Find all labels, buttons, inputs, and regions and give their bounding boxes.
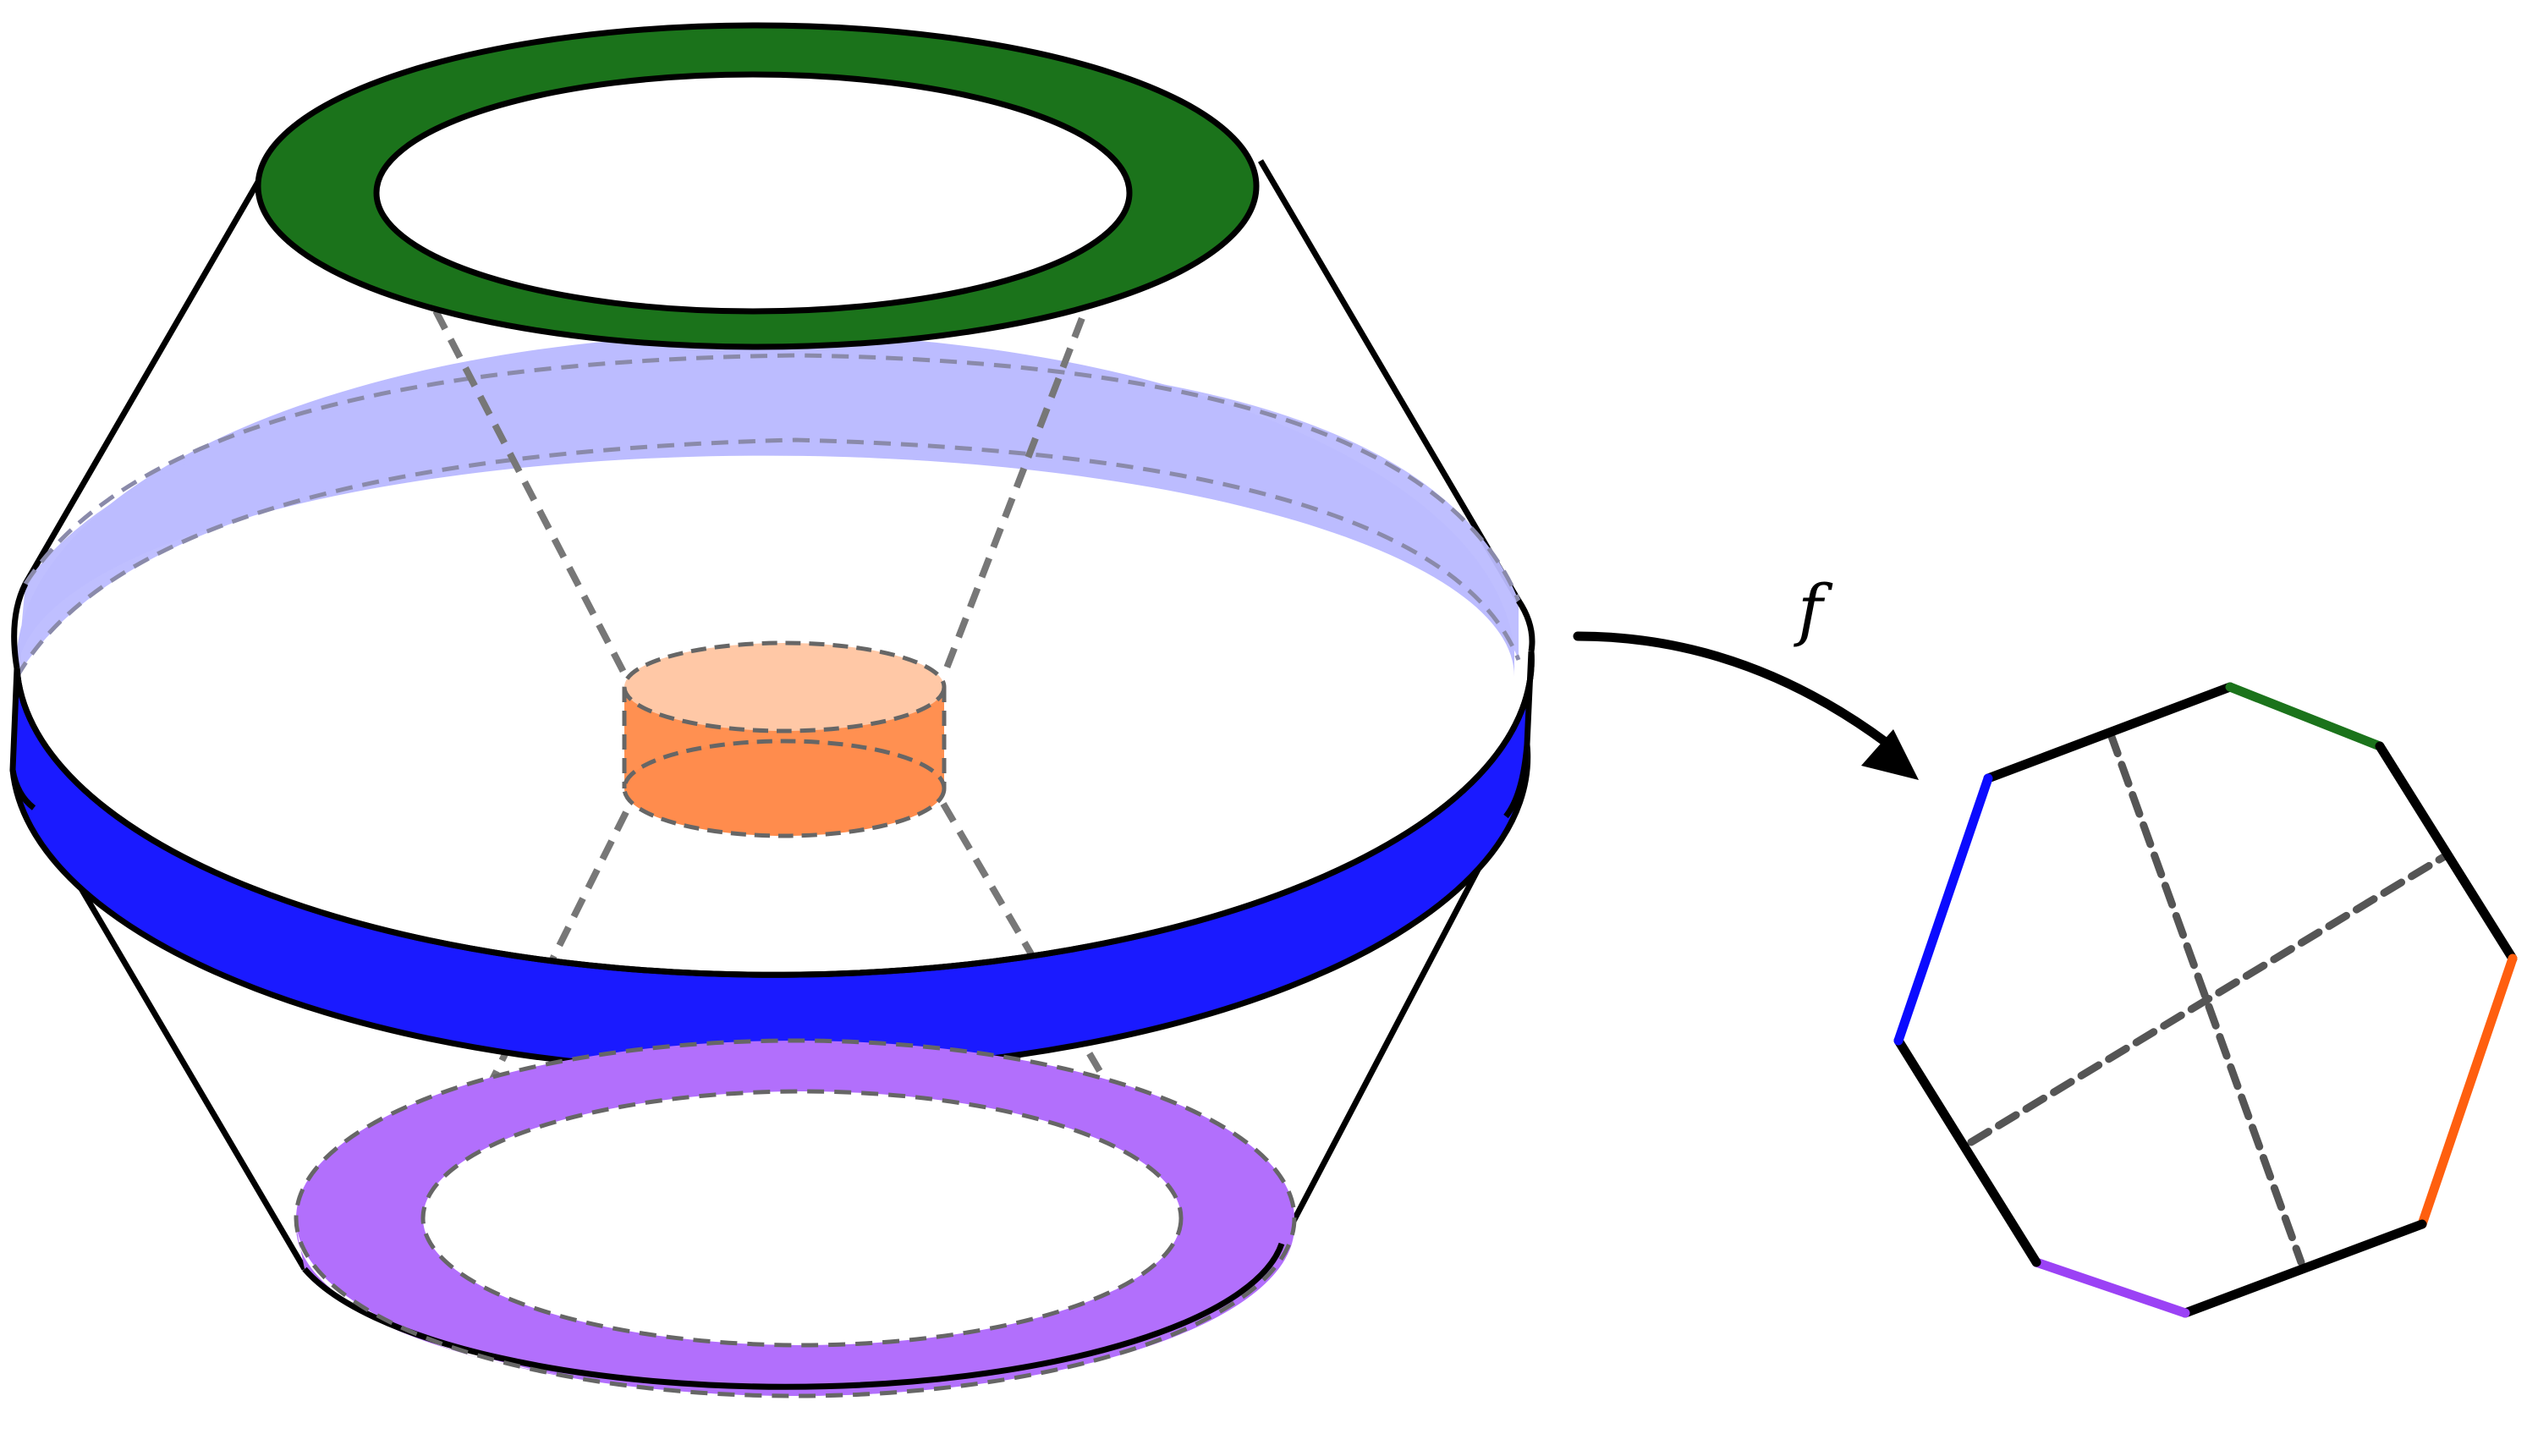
inner-orange-cylinder: [622, 640, 947, 838]
octagon-black-edge-right-top: [2375, 741, 2518, 964]
octagon-black-edge-bottom-right: [2180, 1219, 2427, 1318]
octagon-blue-edge: [1893, 773, 1993, 1046]
octagon: [1893, 682, 2518, 1318]
middle-blue-band: [9, 582, 1535, 1075]
octagon-orange-edge: [2417, 953, 2518, 1229]
octagon-green-edge: [2225, 682, 2385, 751]
arrow-head-icon: [1861, 729, 1919, 780]
octagon-dashed-diagonals: [1967, 730, 2449, 1266]
map-arrow: [1573, 631, 1919, 780]
translucent-band: [14, 333, 1521, 679]
octagon-black-edge-bottom-left: [1893, 1036, 2041, 1267]
map-label: f: [1794, 570, 1833, 649]
octagon-black-edges-top: [1983, 682, 2235, 783]
top-green-ring: [255, 22, 1260, 350]
bottom-purple-ring: [294, 1038, 1297, 1398]
octagon-purple-edge: [2031, 1257, 2190, 1318]
